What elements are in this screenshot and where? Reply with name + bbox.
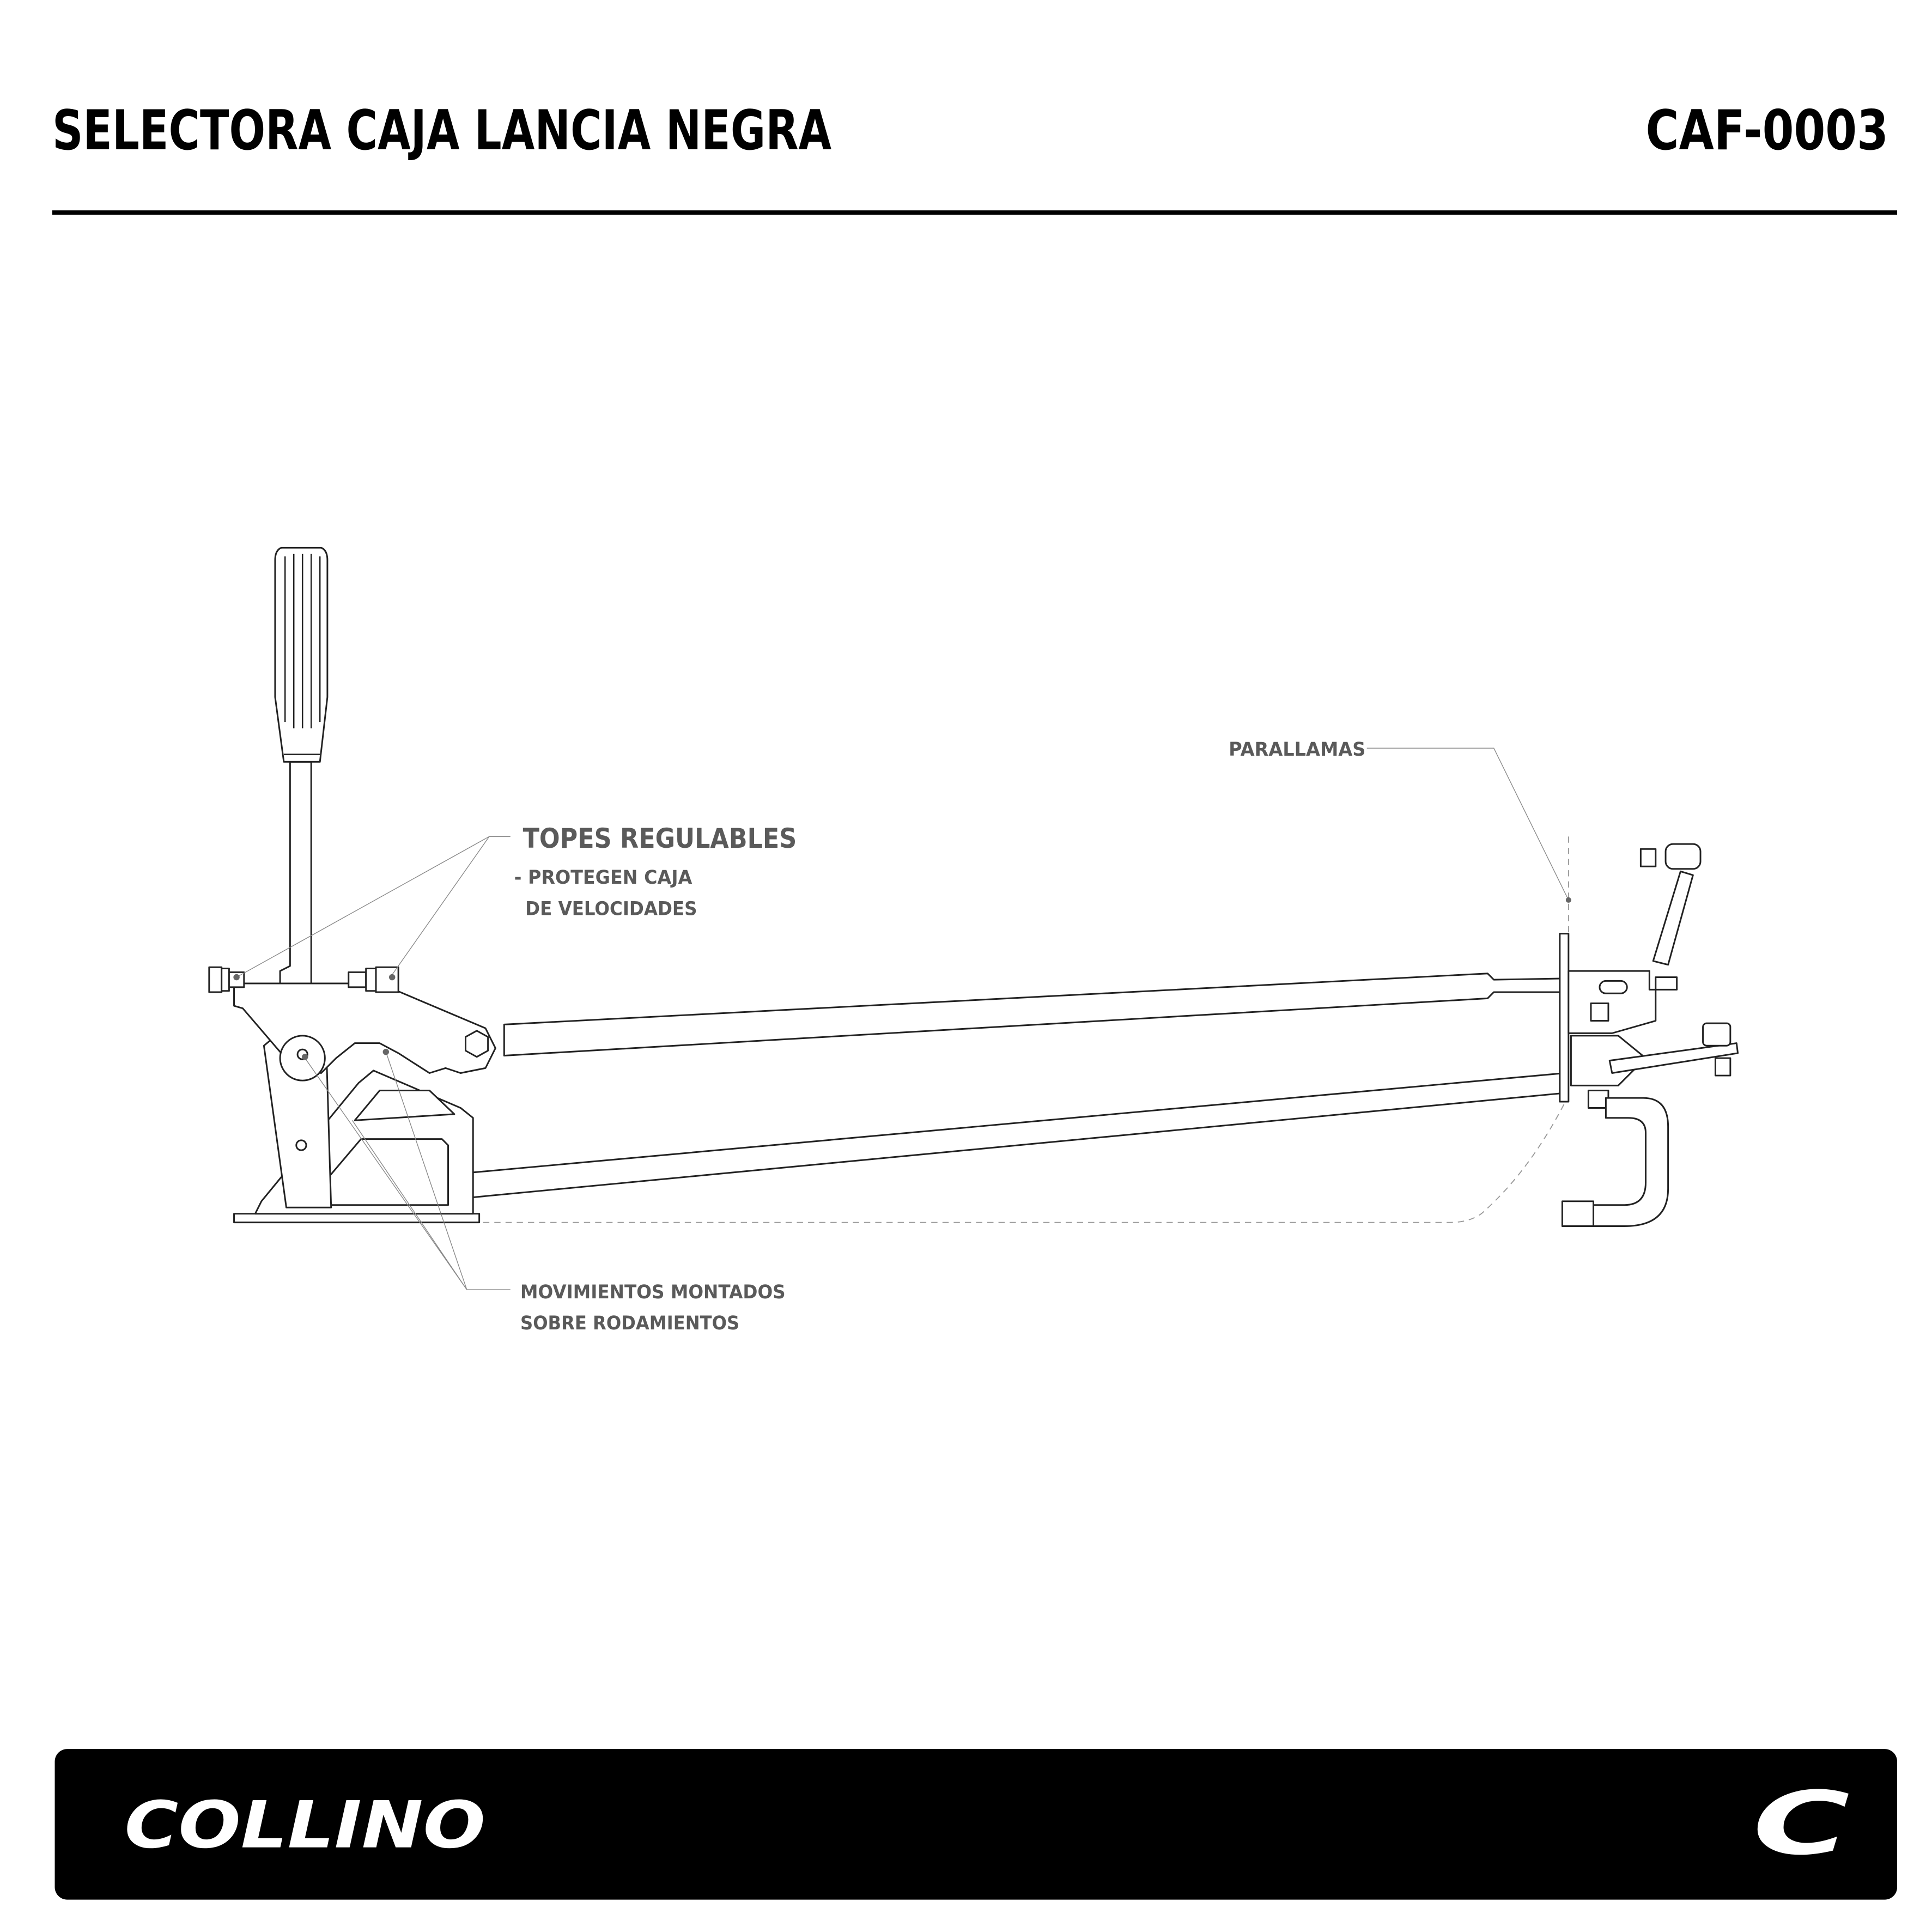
header-divider xyxy=(52,210,1898,215)
brand-mark-logo: C xyxy=(1753,1773,1850,1874)
parallamas-dot xyxy=(1565,897,1571,903)
side-rod-bolt xyxy=(1702,1022,1731,1047)
brand-logo: COLLINO xyxy=(124,1788,485,1863)
bracket-foot xyxy=(1561,1200,1595,1228)
hex-nut-icon xyxy=(465,1030,489,1058)
footer-bar xyxy=(54,1749,1898,1900)
upper-arm xyxy=(1652,870,1694,966)
lower-bracket xyxy=(1593,1097,1669,1228)
side-rod-nut xyxy=(1714,1057,1731,1077)
lower-rod xyxy=(470,1072,1566,1199)
label-topes-line2: DE VELOCIDADES xyxy=(525,898,697,920)
movimientos-leader xyxy=(305,1052,511,1290)
label-topes-title: TOPES REGULABLES xyxy=(523,822,797,854)
upper-arm-eye xyxy=(1664,843,1702,870)
gear-selector-drawing xyxy=(208,546,1739,1228)
upper-rod xyxy=(503,973,1566,1056)
gearbox-block xyxy=(1568,970,1678,1034)
upper-arm-nut xyxy=(1639,848,1657,867)
label-parallamas: PARALLAMAS xyxy=(1229,739,1365,761)
firewall-plate xyxy=(1559,933,1570,1103)
label-movimientos-line2: SOBRE RODAMIENTOS xyxy=(520,1313,739,1334)
shift-knob xyxy=(274,546,329,763)
label-topes-line1: - PROTEGEN CAJA xyxy=(514,867,692,889)
knob-ribs xyxy=(284,554,321,728)
parallamas-leader xyxy=(1366,748,1569,901)
right-stop-bolt xyxy=(348,966,399,993)
product-code: CAF-0003 xyxy=(1645,99,1888,162)
label-movimientos-line1: MOVIMIENTOS MONTADOS xyxy=(520,1281,786,1303)
topes-leader xyxy=(236,836,511,978)
frame-window-upper xyxy=(354,1089,455,1121)
lower-block xyxy=(1570,1035,1647,1086)
product-title: SELECTORA CAJA LANCIA NEGRA xyxy=(52,99,831,162)
frame-window-lower xyxy=(304,1138,449,1206)
frame-hole xyxy=(295,1139,307,1151)
slot xyxy=(1599,980,1628,994)
side-rod xyxy=(1608,1042,1739,1074)
